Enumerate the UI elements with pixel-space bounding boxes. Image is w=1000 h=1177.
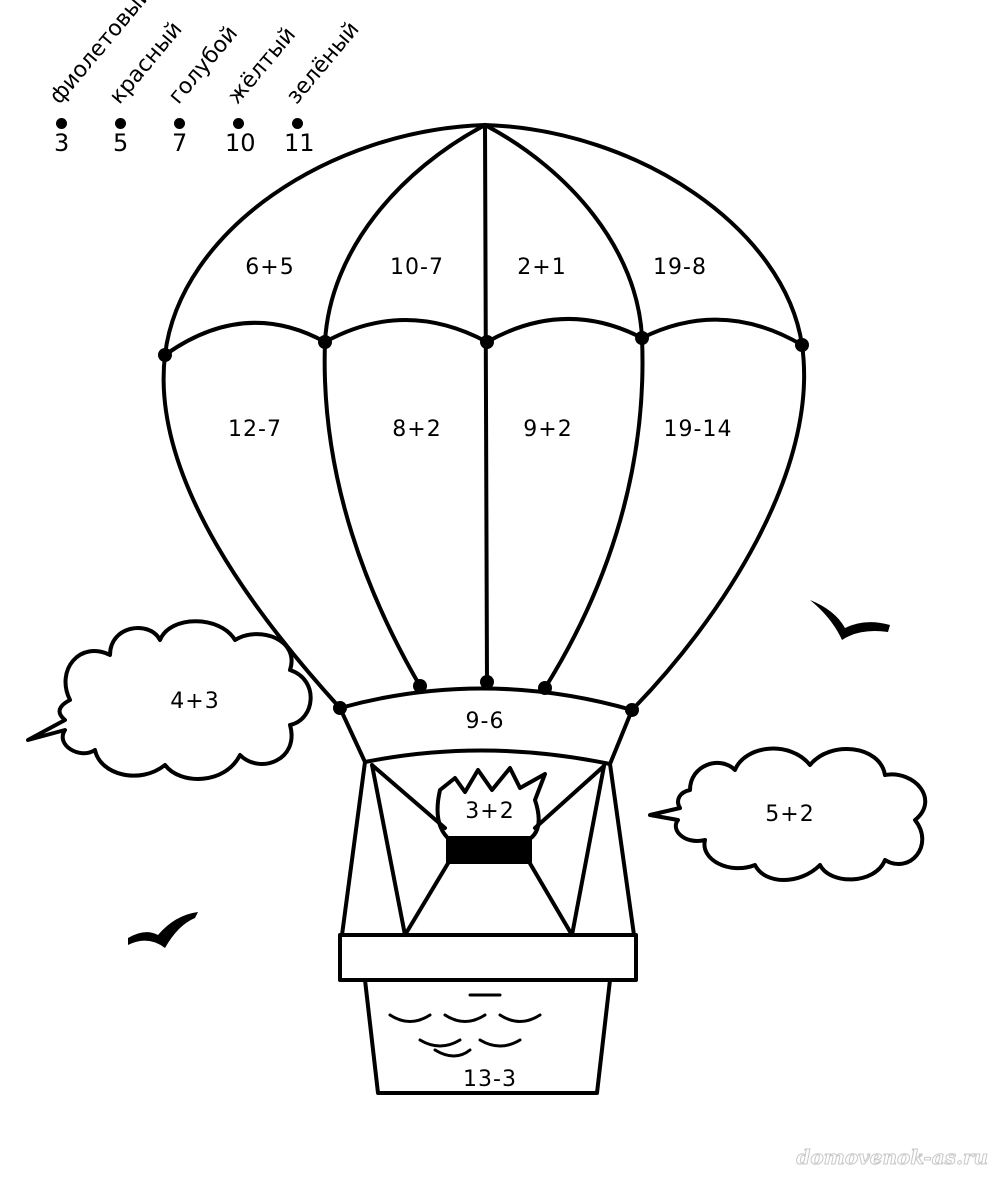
region-flame: 3+2: [465, 799, 515, 824]
legend-number: 5: [113, 129, 129, 157]
balloon-rib-center: [483, 123, 489, 684]
legend-dot: [233, 118, 244, 129]
ropes: [340, 760, 636, 937]
legend-number: 3: [54, 129, 70, 157]
balloon-rib-right: [483, 123, 645, 690]
legend-dot: [292, 118, 303, 129]
basket-rim: [338, 933, 638, 982]
bird-right: [810, 600, 890, 640]
region-cloud-left: 4+3: [170, 689, 220, 714]
region-top-3: 2+1: [517, 255, 567, 280]
legend-number: 7: [172, 129, 188, 157]
flame: [435, 766, 547, 842]
basket-body: [363, 978, 612, 1095]
region-top-4: 19-8: [653, 255, 707, 280]
watermark: domovenok-as.ru: [796, 1145, 989, 1170]
cloud-right: [648, 746, 928, 882]
region-mid-2: 8+2: [392, 417, 442, 442]
basket-weave: [388, 993, 542, 1058]
region-cloud-right: 5+2: [765, 802, 815, 827]
band: [338, 686, 634, 766]
legend-number: 10: [225, 129, 256, 157]
region-mid-4: 19-14: [663, 417, 733, 442]
cloud-left: [26, 619, 313, 781]
bird-left: [128, 912, 198, 948]
region-mid-1: 12-7: [228, 417, 282, 442]
legend-dot: [115, 118, 126, 129]
balloon-rib-left: [322, 123, 487, 688]
region-mid-3: 9+2: [523, 417, 573, 442]
region-band: 9-6: [465, 709, 505, 734]
seam-dots: [158, 331, 809, 717]
region-top-1: 6+5: [245, 255, 295, 280]
legend-number: 11: [284, 129, 315, 157]
legend-dot: [56, 118, 67, 129]
region-top-2: 10-7: [390, 255, 444, 280]
region-basket: 13-3: [463, 1067, 517, 1092]
burner: [446, 836, 532, 864]
legend-dot: [174, 118, 185, 129]
